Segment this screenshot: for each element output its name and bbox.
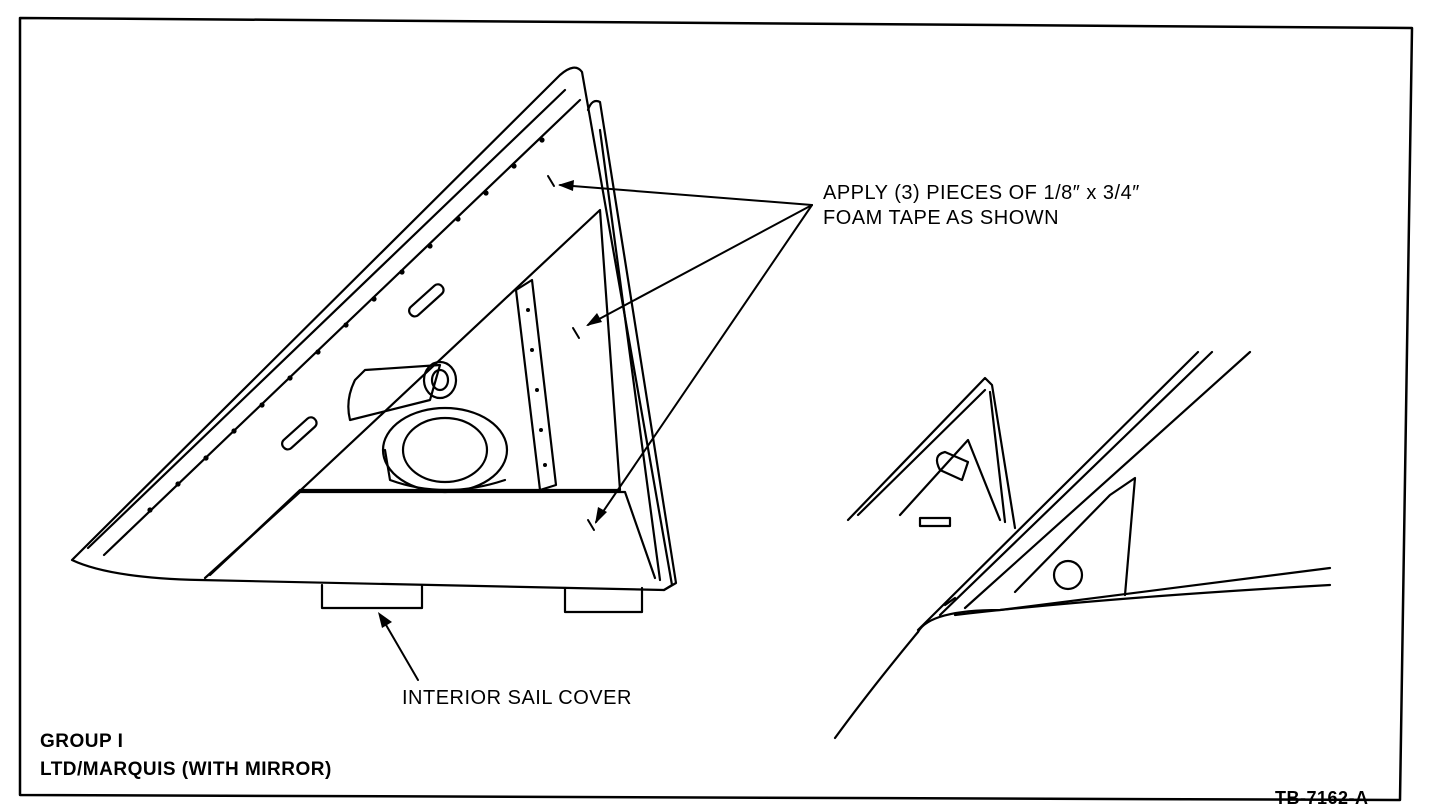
foam-tape-callout-line1: APPLY (3) PIECES OF 1/8″ x 3/4″ — [823, 182, 1140, 204]
figure-id: TB-7162-A — [1275, 788, 1369, 808]
sail-vertical-bracket — [514, 278, 558, 492]
door-location-view — [833, 350, 1332, 740]
sail-inner-recess — [208, 208, 622, 577]
sail-edge-rivets — [147, 137, 545, 513]
sail-slot-lower — [281, 416, 318, 451]
foam-tape-callout-line2: FOAM TAPE AS SHOWN — [823, 207, 1060, 229]
sail-right-rail — [586, 99, 678, 592]
door-outer-edge — [833, 630, 920, 740]
small-sail — [846, 376, 1017, 530]
sail-edge-strip-inner — [102, 98, 582, 557]
foam-tape-marks — [547, 175, 595, 531]
sail-cover-main-view — [70, 66, 678, 614]
group-caption: GROUP I — [40, 731, 124, 752]
door-panel — [1013, 476, 1137, 597]
foam-tape-leaders — [559, 184, 813, 523]
sail-cover-arrowhead — [378, 612, 392, 628]
sail-tab-left — [320, 583, 424, 610]
sail-lower-panel — [203, 490, 657, 580]
sail-cover-leader — [381, 617, 419, 681]
model-caption: LTD/MARQUIS (WITH MIRROR) — [40, 759, 332, 780]
figure-border — [18, 16, 1414, 802]
sail-edge-strip — [86, 88, 567, 550]
sail-tab-right — [563, 586, 644, 614]
bracket-holes — [526, 308, 547, 467]
a-pillar — [916, 350, 1200, 632]
sail-outer-panel — [70, 66, 674, 592]
sail-slot-upper — [408, 283, 445, 318]
sail-right-rail-inner — [598, 128, 662, 582]
foam-tape-arrowheads — [558, 180, 607, 524]
interior-sail-cover-label: INTERIOR SAIL COVER — [402, 687, 632, 709]
mirror-mount — [347, 360, 509, 494]
